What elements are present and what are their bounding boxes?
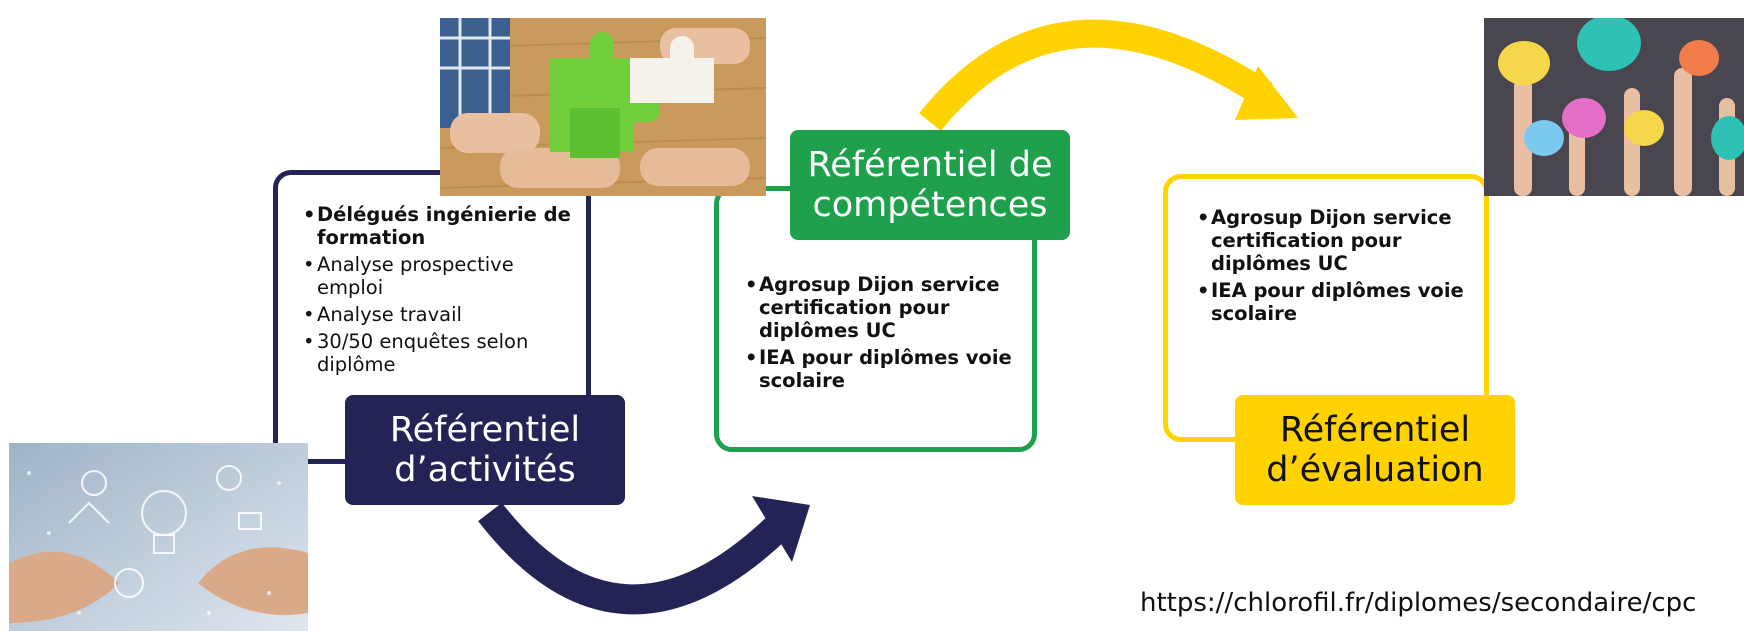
- innovation-hands-photo: [9, 443, 308, 631]
- arrow-competences-to-evaluation: [919, 19, 1273, 131]
- evaluation-title-box: Référentiel d’évaluation: [1235, 395, 1515, 505]
- source-url: https://chlorofil.fr/diplomes/secondaire…: [1140, 588, 1697, 618]
- activites-item: Analyse prospective emploi: [303, 253, 583, 299]
- evaluation-item: IEA pour diplômes voie scolaire: [1197, 279, 1482, 325]
- arrowhead-navy: [752, 496, 810, 562]
- competences-list: Agrosup Dijon service certification pour…: [745, 273, 1030, 396]
- activites-item: 30/50 enquêtes selon diplôme: [303, 330, 583, 376]
- competences-item: IEA pour diplômes voie scolaire: [745, 346, 1030, 392]
- activites-item: Délégués ingénierie de formation: [303, 203, 583, 249]
- evaluation-list: Agrosup Dijon service certification pour…: [1197, 206, 1482, 329]
- activites-item: Analyse travail: [303, 303, 583, 326]
- speech-bubbles-photo: [1484, 18, 1744, 196]
- competences-item: Agrosup Dijon service certification pour…: [745, 273, 1030, 342]
- arrow-activites-to-competences: [478, 502, 791, 615]
- puzzle-photo: [440, 18, 766, 196]
- activites-list: Délégués ingénierie de formation Analyse…: [303, 203, 583, 380]
- arrowhead-yellow: [1235, 66, 1298, 120]
- evaluation-item: Agrosup Dijon service certification pour…: [1197, 206, 1482, 275]
- activites-title-box: Référentiel d’activités: [345, 395, 625, 505]
- competences-title-box: Référentiel de compétences: [790, 130, 1070, 240]
